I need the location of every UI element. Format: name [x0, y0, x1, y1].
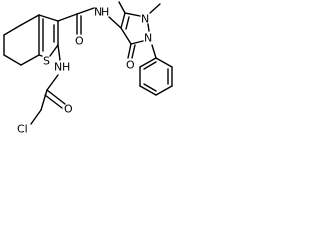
bond-c3-carbonyl [57, 13, 78, 22]
bond-pyrazolone-c5-c4 [120, 27, 132, 45]
bond-acyl-o-double [44, 94, 63, 109]
chemical-structure: S N H O N N O N H O Cl [3, 1, 173, 136]
atom-n-pyrazole1: N [144, 32, 152, 45]
bond-pyrazolone-n1-c5 [130, 40, 144, 45]
bond-phenyl-4 [139, 85, 157, 96]
bond-cyclohexane-1 [20, 14, 40, 26]
atom-n-amide2: N [54, 61, 62, 74]
bond-thiophene-c2-s [49, 44, 59, 57]
bond-phenyl-1 [155, 57, 173, 68]
bond-pyrazolone-c3-n2 [124, 12, 141, 17]
bond-cyclohexane-2 [3, 24, 22, 36]
bond-phenyl-4-double [143, 83, 157, 92]
bond-phenyl-3 [155, 85, 173, 96]
bond-phenyl-6-double [143, 61, 157, 70]
bond-thiophene-c3a-c3 [38, 14, 59, 22]
bond-acyl-o [46, 89, 66, 105]
bond-ch2-cl [30, 109, 42, 125]
atom-s: S [43, 55, 50, 68]
bond-nh-acyl [46, 74, 59, 91]
bond-phenyl-6 [139, 57, 157, 68]
bond-n1-phenyl [151, 44, 157, 59]
bond-c5-o-double [131, 44, 136, 59]
atom-h-amide1: H [101, 6, 109, 19]
atom-h-amide2: H [62, 61, 70, 74]
bond-pyrazolone-c4-c3-double [125, 16, 130, 30]
atom-o-amide1: O [75, 35, 84, 48]
bond-thiophene-s-c7a [38, 54, 43, 57]
atom-o-amide2: O [64, 103, 73, 116]
bond-c5-o [127, 43, 132, 59]
bond-pyrazolone-c4-c3 [120, 12, 126, 29]
atom-cl: Cl [17, 123, 28, 136]
bond-c2-nh [57, 44, 61, 61]
bond-nh-pyrazolone [108, 16, 122, 29]
bond-carbonyl-nh [76, 7, 95, 15]
bond-acyl-ch2 [40, 89, 48, 111]
atom-o-pyrazolone: O [126, 59, 135, 72]
atom-n-pyrazole2: N [141, 13, 149, 26]
bond-pyrazolone-n2-n1 [147, 23, 150, 32]
bond-n2-methyl [149, 3, 161, 14]
bond-c3-methyl [118, 1, 126, 14]
atom-n-amide1: N [94, 6, 102, 19]
bond-cyclohexane-4 [3, 54, 22, 66]
bond-cyclohexane-5 [20, 54, 40, 66]
